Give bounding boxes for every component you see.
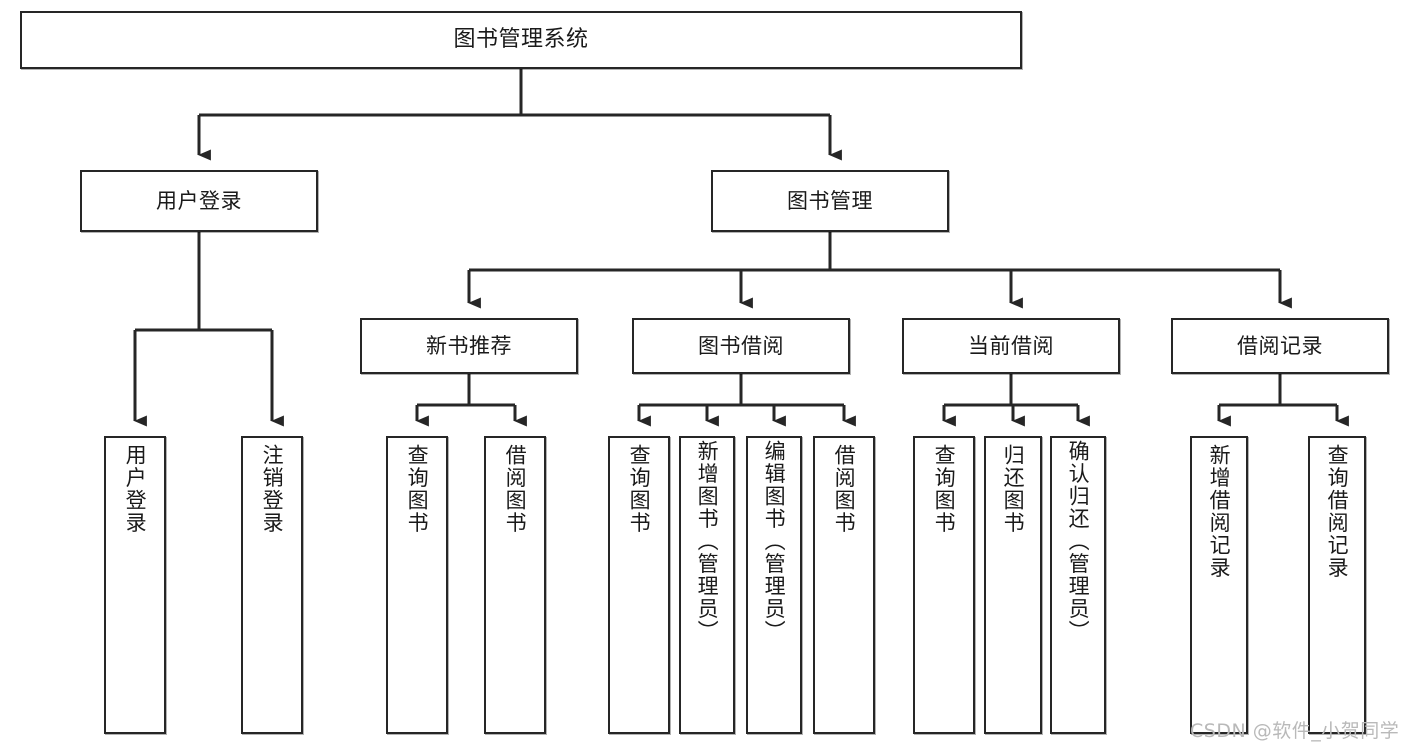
node-leaf-add-record-label: 新增借阅记录 xyxy=(1207,444,1232,579)
node-leaf-borrow-book-1-label: 借阅图书 xyxy=(503,444,528,534)
node-book-borrow[interactable]: 图书借阅 xyxy=(632,318,850,374)
node-leaf-query-record-label: 查询借阅记录 xyxy=(1325,444,1350,579)
node-leaf-borrow-book-2-label: 借阅图书 xyxy=(832,444,857,534)
node-user-login-label: 用户登录 xyxy=(156,188,242,213)
node-leaf-query-record[interactable]: 查询借阅记录 xyxy=(1308,436,1366,734)
node-leaf-query-book-3-label: 查询图书 xyxy=(932,444,957,534)
node-leaf-confirm-return-label: 确认归还（管理员） xyxy=(1066,440,1091,643)
node-leaf-query-book-2-label: 查询图书 xyxy=(627,444,652,534)
node-leaf-query-book-1[interactable]: 查询图书 xyxy=(386,436,448,734)
node-new-book-recommend-label: 新书推荐 xyxy=(426,333,512,358)
node-leaf-borrow-book-1[interactable]: 借阅图书 xyxy=(484,436,546,734)
watermark: CSDN @软件_小贺同学 xyxy=(1190,720,1400,742)
node-book-borrow-label: 图书借阅 xyxy=(698,333,784,358)
node-borrow-record-label: 借阅记录 xyxy=(1237,333,1323,358)
node-new-book-recommend[interactable]: 新书推荐 xyxy=(360,318,578,374)
node-leaf-add-book-label: 新增图书（管理员） xyxy=(695,440,720,643)
node-leaf-logout-label: 注销登录 xyxy=(260,444,285,534)
node-leaf-query-book-2[interactable]: 查询图书 xyxy=(608,436,670,734)
node-leaf-user-login-label: 用户登录 xyxy=(123,444,148,534)
node-leaf-logout[interactable]: 注销登录 xyxy=(241,436,303,734)
node-leaf-query-book-1-label: 查询图书 xyxy=(405,444,430,534)
node-borrow-record[interactable]: 借阅记录 xyxy=(1171,318,1389,374)
node-leaf-add-book[interactable]: 新增图书（管理员） xyxy=(679,436,735,734)
node-leaf-user-login[interactable]: 用户登录 xyxy=(104,436,166,734)
node-leaf-add-record[interactable]: 新增借阅记录 xyxy=(1190,436,1248,734)
node-leaf-edit-book[interactable]: 编辑图书（管理员） xyxy=(746,436,802,734)
node-leaf-return-book[interactable]: 归还图书 xyxy=(984,436,1042,734)
node-leaf-query-book-3[interactable]: 查询图书 xyxy=(913,436,975,734)
node-leaf-return-book-label: 归还图书 xyxy=(1001,444,1026,534)
node-leaf-borrow-book-2[interactable]: 借阅图书 xyxy=(813,436,875,734)
node-root[interactable]: 图书管理系统 xyxy=(20,11,1022,69)
node-user-login[interactable]: 用户登录 xyxy=(80,170,318,232)
node-current-borrow[interactable]: 当前借阅 xyxy=(902,318,1120,374)
node-root-label: 图书管理系统 xyxy=(453,27,589,53)
node-leaf-confirm-return[interactable]: 确认归还（管理员） xyxy=(1050,436,1106,734)
node-current-borrow-label: 当前借阅 xyxy=(968,333,1054,358)
node-leaf-edit-book-label: 编辑图书（管理员） xyxy=(762,440,787,643)
node-book-manage[interactable]: 图书管理 xyxy=(711,170,949,232)
node-book-manage-label: 图书管理 xyxy=(787,188,873,213)
